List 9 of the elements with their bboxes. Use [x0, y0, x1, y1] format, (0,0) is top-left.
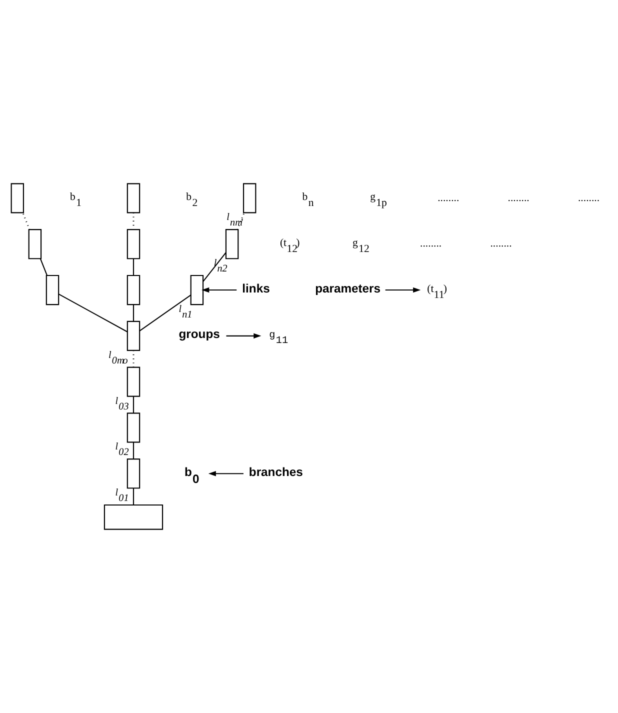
- node-text: branches: [248, 464, 303, 479]
- label: ........: [578, 192, 600, 204]
- node-text: parameters: [315, 281, 381, 296]
- label: ........: [508, 192, 530, 204]
- node-text: groups: [178, 327, 220, 342]
- label: ........: [438, 192, 460, 204]
- node-text: links: [242, 281, 270, 296]
- label: ........: [420, 238, 442, 250]
- label: ........: [490, 238, 512, 250]
